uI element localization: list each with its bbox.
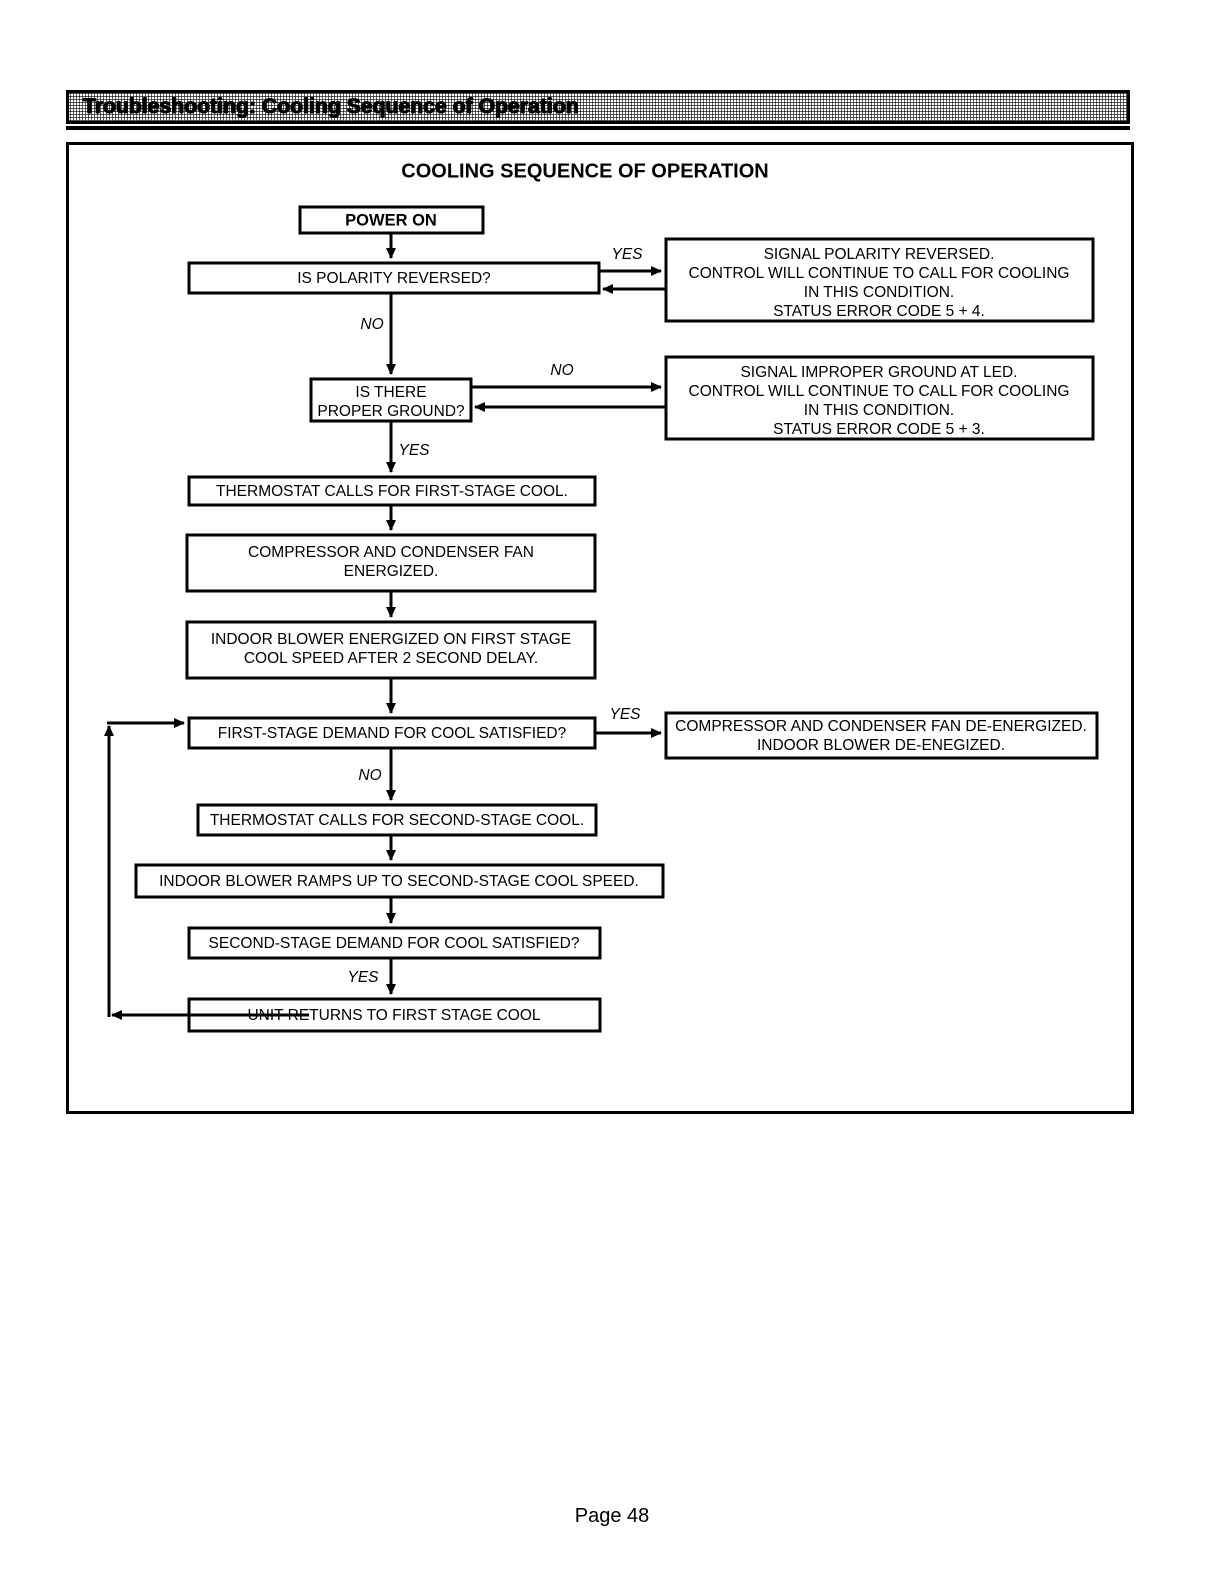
page-number: Page 48 [574, 1505, 650, 1527]
node-blower-ramps-up [134, 863, 665, 899]
node-ground-error-line4: STATUS ERROR CODE 5 + 3. [773, 421, 985, 438]
node-blower-ramps-up-label: INDOOR BLOWER RAMPS UP TO SECOND-STAGE C… [159, 873, 639, 890]
section-header-rule [66, 126, 1130, 130]
node-is-polarity-reversed-label: IS POLARITY REVERSED? [297, 270, 491, 287]
node-polarity-error-line1: SIGNAL POLARITY REVERSED. [764, 246, 995, 263]
node-is-proper-ground-line1: IS THERE [355, 384, 426, 401]
node-thermostat-second-stage [196, 803, 598, 837]
node-indoor-blower-first-stage-line1: INDOOR BLOWER ENERGIZED ON FIRST STAGE [211, 631, 571, 648]
edge-label-second-demand-yes: YES [347, 969, 379, 986]
edge-label-polarity-no: NO [360, 316, 383, 333]
node-compressor-energized-line2: ENERGIZED. [344, 563, 439, 580]
node-power-on-label: POWER ON [345, 211, 437, 229]
node-second-stage-demand-label: SECOND-STAGE DEMAND FOR COOL SATISFIED? [209, 935, 580, 952]
node-ground-error-line1: SIGNAL IMPROPER GROUND AT LED. [740, 364, 1017, 381]
node-ground-error [664, 355, 1095, 441]
node-polarity-error-line2: CONTROL WILL CONTINUE TO CALL FOR COOLIN… [689, 265, 1070, 282]
flowchart-title: COOLING SEQUENCE OF OPERATION [401, 160, 768, 182]
node-first-stage-demand-label: FIRST-STAGE DEMAND FOR COOL SATISFIED? [218, 725, 567, 742]
node-thermostat-first-stage [187, 475, 597, 507]
node-deenergized-line2: INDOOR BLOWER DE-ENEGIZED. [757, 737, 1005, 754]
node-ground-error-line2: CONTROL WILL CONTINUE TO CALL FOR COOLIN… [689, 383, 1070, 400]
edge-label-ground-yes: YES [398, 442, 430, 459]
node-ground-error-line3: IN THIS CONDITION. [804, 402, 954, 419]
edge-label-polarity-yes: YES [611, 246, 643, 263]
node-first-stage-demand [187, 716, 597, 750]
section-header-title: Troubleshooting: Cooling Sequence of Ope… [83, 95, 579, 118]
node-deenergized [664, 711, 1099, 760]
section-header-banner: Troubleshooting: Cooling Sequence of Ope… [66, 90, 1130, 124]
node-thermostat-second-stage-label: THERMOSTAT CALLS FOR SECOND-STAGE COOL. [210, 812, 584, 829]
node-polarity-error-line4: STATUS ERROR CODE 5 + 4. [773, 303, 985, 320]
edge-label-first-demand-yes: YES [609, 706, 641, 723]
node-deenergized-line1: COMPRESSOR AND CONDENSER FAN DE-ENERGIZE… [675, 718, 1087, 735]
edge-label-ground-no: NO [550, 362, 573, 379]
node-unit-returns-label: UNIT RETURNS TO FIRST STAGE COOL [247, 1007, 540, 1024]
node-thermostat-first-stage-label: THERMOSTAT CALLS FOR FIRST-STAGE COOL. [216, 483, 568, 500]
node-indoor-blower-first-stage-line2: COOL SPEED AFTER 2 SECOND DELAY. [244, 650, 538, 667]
node-second-stage-demand [187, 926, 602, 960]
edge-label-first-demand-no: NO [358, 767, 381, 784]
flowchart-frame: COOLING SEQUENCE OF OPERATION POWER ON I… [66, 142, 1134, 1114]
node-indoor-blower-first-stage [185, 620, 597, 680]
node-is-polarity-reversed [187, 261, 601, 295]
node-polarity-error-line3: IN THIS CONDITION. [804, 284, 954, 301]
node-is-proper-ground-line2: PROPER GROUND? [317, 403, 465, 420]
node-polarity-error [664, 237, 1095, 323]
node-compressor-energized [185, 533, 597, 593]
node-compressor-energized-line1: COMPRESSOR AND CONDENSER FAN [248, 544, 534, 561]
cooling-sequence-flowchart: COOLING SEQUENCE OF OPERATION POWER ON I… [104, 160, 1099, 1033]
